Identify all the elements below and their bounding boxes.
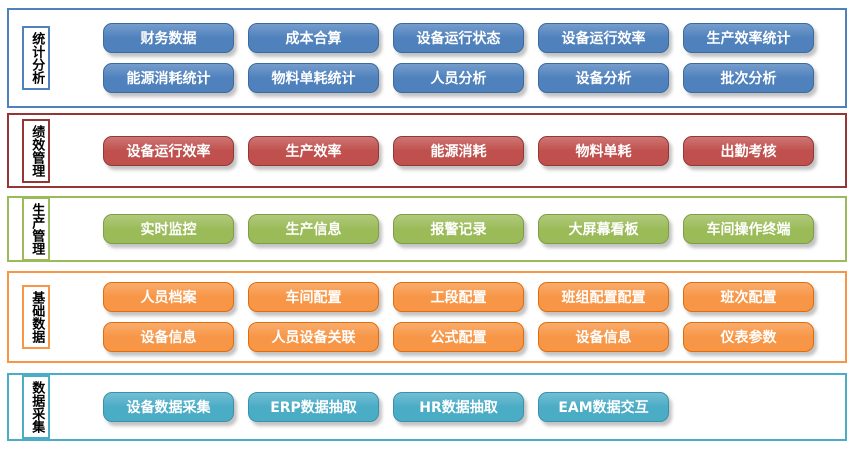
module-button[interactable]: 人员分析 — [393, 63, 524, 93]
module-button[interactable]: 报警记录 — [393, 214, 524, 244]
button-row: 人员档案车间配置工段配置班组配置配置班次配置 — [103, 282, 814, 312]
module-button[interactable]: 生产效率统计 — [683, 23, 814, 53]
module-button[interactable]: 设备运行效率 — [538, 23, 669, 53]
module-button[interactable]: EAM数据交互 — [538, 392, 669, 422]
module-button[interactable]: HR数据抽取 — [393, 392, 524, 422]
section-performance-management: 绩效管理 设备运行效率生产效率能源消耗物料单耗出勤考核 — [7, 113, 847, 188]
section-basic-data: 基础数据 人员档案车间配置工段配置班组配置配置班次配置设备信息人员设备关联公式配… — [7, 271, 847, 363]
module-button[interactable]: 人员档案 — [103, 282, 234, 312]
module-button[interactable]: 大屏幕看板 — [538, 214, 669, 244]
button-row: 设备信息人员设备关联公式配置设备信息仪表参数 — [103, 322, 814, 352]
module-button[interactable]: 设备信息 — [103, 322, 234, 352]
module-button[interactable]: 公式配置 — [393, 322, 524, 352]
section-label-performance-management: 绩效管理 — [22, 118, 51, 183]
module-button[interactable]: 成本合算 — [248, 23, 379, 53]
module-button[interactable]: 设备数据采集 — [103, 392, 234, 422]
module-button[interactable]: 人员设备关联 — [248, 322, 379, 352]
section-label-statistics-analysis: 统计分析 — [22, 26, 51, 90]
module-button[interactable]: 车间操作终端 — [683, 214, 814, 244]
section-label-data-collection: 数据采集 — [22, 375, 51, 439]
module-button[interactable]: ERP数据抽取 — [248, 392, 379, 422]
section-label-basic-data: 基础数据 — [22, 285, 51, 349]
button-row: 能源消耗统计物料单耗统计人员分析设备分析批次分析 — [103, 63, 814, 93]
section-data-collection: 数据采集 设备数据采集 ERP数据抽取 HR数据抽取 EAM数据交互 — [7, 373, 847, 441]
module-button[interactable]: 设备运行状态 — [393, 23, 524, 53]
module-button[interactable]: 能源消耗统计 — [103, 63, 234, 93]
module-button[interactable]: 仪表参数 — [683, 322, 814, 352]
module-button[interactable]: 设备分析 — [538, 63, 669, 93]
button-grid: 设备运行效率生产效率能源消耗物料单耗出勤考核 — [103, 135, 814, 166]
module-button[interactable]: 能源消耗 — [393, 135, 524, 166]
section-statistics-analysis: 统计分析 财务数据成本合算设备运行状态设备运行效率生产效率统计能源消耗统计物料单… — [7, 8, 847, 108]
module-button[interactable]: 设备运行效率 — [103, 135, 234, 166]
module-button[interactable]: 班次配置 — [683, 282, 814, 312]
module-button[interactable]: 物料单耗统计 — [248, 63, 379, 93]
module-button[interactable]: 物料单耗 — [538, 135, 669, 166]
module-button[interactable]: 生产信息 — [248, 214, 379, 244]
button-row: 财务数据成本合算设备运行状态设备运行效率生产效率统计 — [103, 23, 814, 53]
button-row: 设备数据采集 ERP数据抽取 HR数据抽取 EAM数据交互 — [103, 392, 669, 422]
button-row: 实时监控生产信息报警记录大屏幕看板车间操作终端 — [103, 214, 814, 244]
module-button[interactable]: 工段配置 — [393, 282, 524, 312]
button-grid: 人员档案车间配置工段配置班组配置配置班次配置设备信息人员设备关联公式配置设备信息… — [103, 282, 814, 352]
module-button[interactable]: 实时监控 — [103, 214, 234, 244]
button-grid: 财务数据成本合算设备运行状态设备运行效率生产效率统计能源消耗统计物料单耗统计人员… — [103, 23, 814, 93]
button-grid: 设备数据采集 ERP数据抽取 HR数据抽取 EAM数据交互 — [103, 392, 669, 422]
button-grid: 实时监控生产信息报警记录大屏幕看板车间操作终端 — [103, 214, 814, 244]
module-button[interactable]: 车间配置 — [248, 282, 379, 312]
module-button[interactable]: 班组配置配置 — [538, 282, 669, 312]
section-label-production-management: 生产管理 — [22, 197, 51, 261]
button-row: 设备运行效率生产效率能源消耗物料单耗出勤考核 — [103, 135, 814, 166]
module-button[interactable]: 出勤考核 — [683, 135, 814, 166]
module-button[interactable]: 设备信息 — [538, 322, 669, 352]
module-button[interactable]: 财务数据 — [103, 23, 234, 53]
module-button[interactable]: 生产效率 — [248, 135, 379, 166]
section-production-management: 生产管理 实时监控生产信息报警记录大屏幕看板车间操作终端 — [7, 196, 847, 262]
module-button[interactable]: 批次分析 — [683, 63, 814, 93]
